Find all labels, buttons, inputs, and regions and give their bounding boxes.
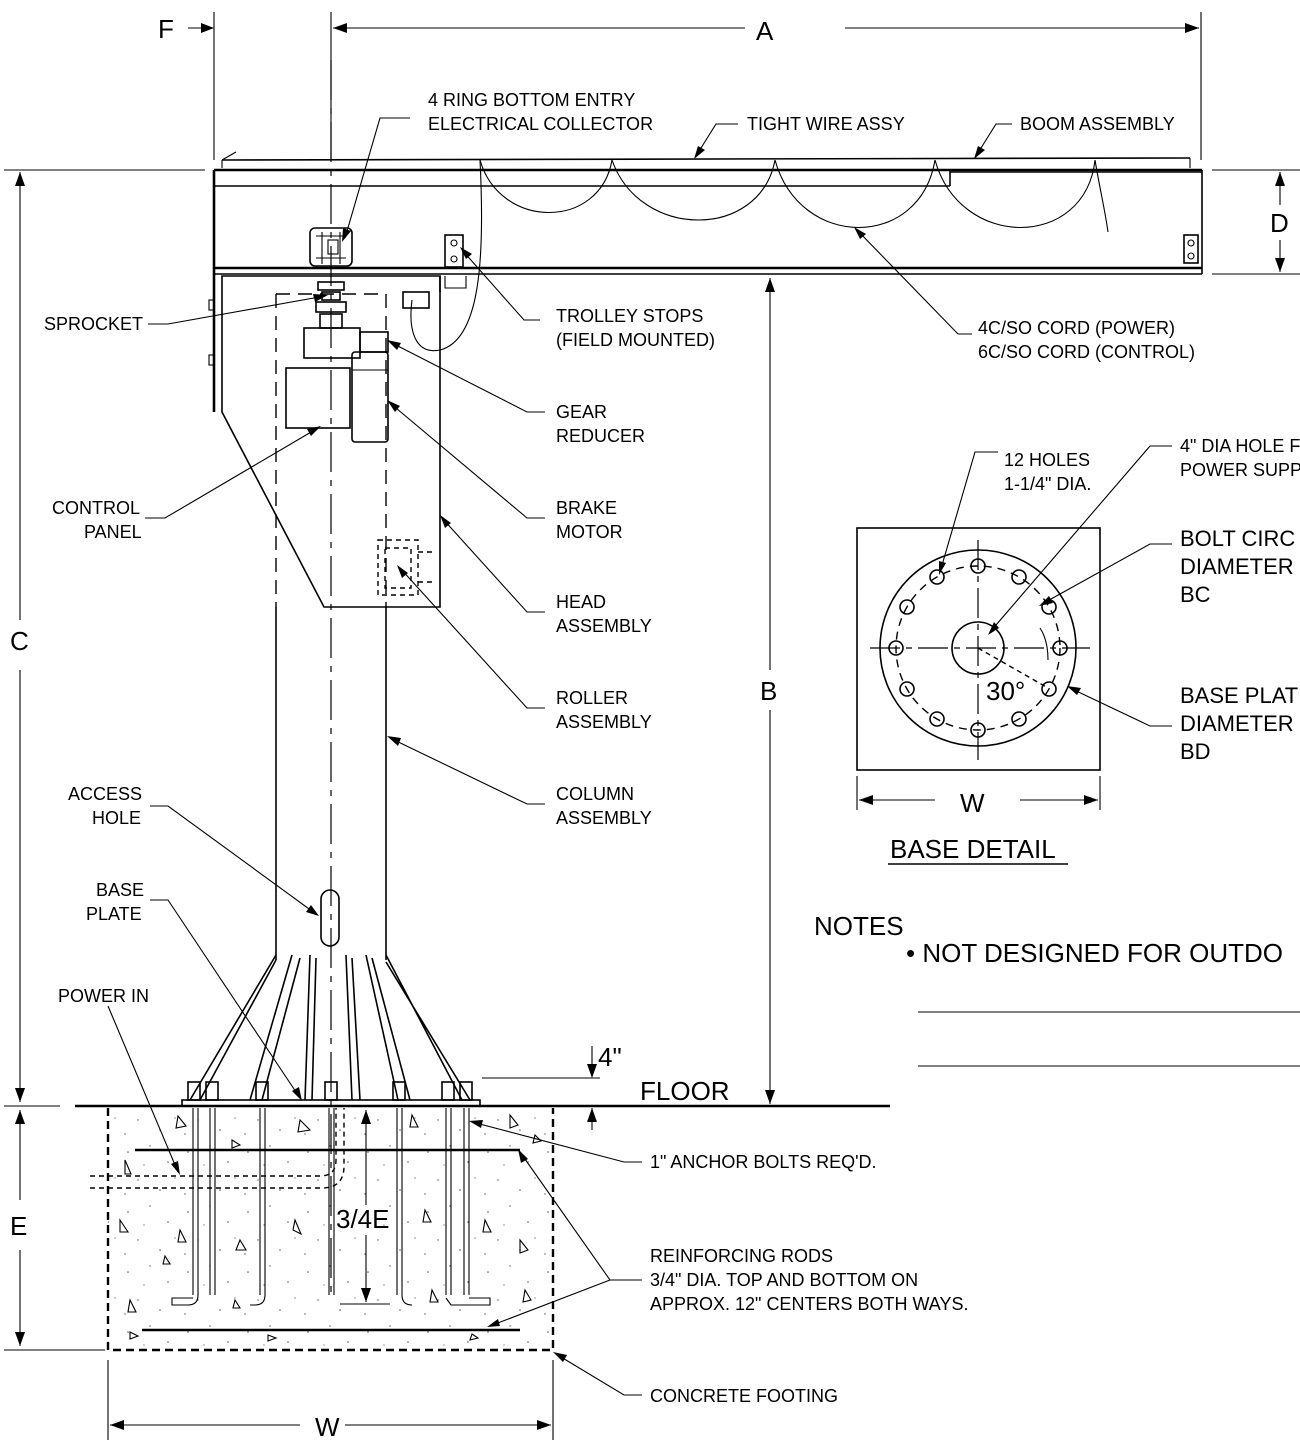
collector-label-2: ELECTRICAL COLLECTOR [428, 114, 653, 134]
notes-heading: NOTES [814, 911, 904, 941]
base-plate-label-1: BASE PLAT [1180, 683, 1298, 708]
dimension-e: E [4, 1105, 105, 1351]
callout-power-in: POWER IN [58, 986, 180, 1175]
notes: NOTES • NOT DESIGNED FOR OUTDO [814, 911, 1300, 1067]
bolt-circle-label-3: BC [1180, 582, 1211, 607]
holes-label-2: 1-1/4" DIA. [1004, 474, 1091, 494]
column-label-2: ASSEMBLY [556, 808, 652, 828]
control-label-2: PANEL [84, 522, 142, 542]
concrete-footing-drawing: 3/4E [90, 1108, 555, 1352]
head-assembly-drawing [208, 227, 467, 608]
callout-trolley-stops: TROLLEY STOPS (FIELD MOUNTED) [460, 247, 715, 350]
control-label-1: CONTROL [52, 498, 140, 518]
rods-label-3: APPROX. 12" CENTERS BOTH WAYS. [650, 1294, 968, 1314]
column-assembly-drawing [181, 607, 481, 1107]
dim-label-w-base: W [960, 788, 985, 818]
roller-label-2: ASSEMBLY [556, 712, 652, 732]
gear-label-2: REDUCER [556, 426, 645, 446]
dimension-d: D [1212, 169, 1300, 275]
tight-wire-label: TIGHT WIRE ASSY [747, 114, 905, 134]
notes-item-1: • NOT DESIGNED FOR OUTDO [906, 938, 1283, 968]
power-in-label: POWER IN [58, 986, 149, 1006]
cord-label-1: 4C/SO CORD (POWER) [978, 318, 1175, 338]
dim-label-4in: 4" [598, 1042, 622, 1072]
cord-label-2: 6C/SO CORD (CONTROL) [978, 342, 1195, 362]
floor-line: FLOOR [75, 1076, 890, 1108]
dim-label-a: A [756, 16, 774, 46]
callout-column-assembly: COLUMN ASSEMBLY [387, 736, 652, 828]
base-detail: 30° 12 HOLES 1-1/4" DIA. 4" DIA HOLE F P… [856, 436, 1300, 865]
head-label-1: HEAD [556, 592, 606, 612]
anchor-bolts-label: 1" ANCHOR BOLTS REQ'D. [650, 1152, 877, 1172]
baseplate-label-1: BASE [96, 880, 144, 900]
callout-collector: 4 RING BOTTOM ENTRY ELECTRICAL COLLECTOR [342, 90, 653, 242]
callout-access-hole: ACCESS HOLE [68, 784, 319, 916]
base-detail-title: BASE DETAIL [890, 834, 1056, 864]
callout-concrete-footing: CONCRETE FOOTING [553, 1352, 838, 1406]
gear-label-1: GEAR [556, 402, 607, 422]
access-label-1: ACCESS [68, 784, 142, 804]
trolley-label-1: TROLLEY STOPS [556, 306, 703, 326]
bolt-holes [888, 558, 1068, 738]
callout-reinforcing-rods: REINFORCING RODS 3/4" DIA. TOP AND BOTTO… [487, 1149, 968, 1327]
callout-gear-reducer: GEAR REDUCER [387, 340, 645, 446]
callout-boom: BOOM ASSEMBLY [974, 114, 1175, 159]
center-hole-label-1: 4" DIA HOLE F [1180, 436, 1300, 456]
callout-control-panel: CONTROL PANEL [52, 426, 321, 542]
callout-roller-assembly: ROLLER ASSEMBLY [397, 565, 652, 732]
concrete-label: CONCRETE FOOTING [650, 1386, 838, 1406]
angle-label: 30° [986, 676, 1025, 706]
base-plate-label-2: DIAMETER [1180, 711, 1294, 736]
dimension-c: C [4, 169, 205, 1102]
rods-label-1: REINFORCING RODS [650, 1246, 833, 1266]
dim-label-c: C [10, 626, 29, 656]
callout-cord: 4C/SO CORD (POWER) 6C/SO CORD (CONTROL) [854, 227, 1195, 362]
dim-label-d: D [1270, 208, 1289, 238]
floor-label: FLOOR [640, 1076, 730, 1106]
dimension-w-footing: W [107, 1360, 554, 1442]
bolt-circle-label-1: BOLT CIRC [1180, 526, 1295, 551]
anchor-bolt-heads [187, 1081, 473, 1101]
baseplate-label-2: PLATE [86, 904, 142, 924]
rods-label-2: 3/4" DIA. TOP AND BOTTOM ON [650, 1270, 918, 1290]
dim-label-e: E [10, 1211, 27, 1241]
callout-anchor-bolts: 1" ANCHOR BOLTS REQ'D. [469, 1120, 877, 1172]
center-hole-label-2: POWER SUPP [1180, 460, 1300, 480]
callout-tight-wire: TIGHT WIRE ASSY [694, 114, 905, 159]
brake-label-2: MOTOR [556, 522, 623, 542]
brake-label-1: BRAKE [556, 498, 617, 518]
collector-label-1: 4 RING BOTTOM ENTRY [428, 90, 635, 110]
dimension-f: F [158, 12, 215, 160]
callout-sprocket: SPROCKET [44, 294, 328, 334]
trolley-label-2: (FIELD MOUNTED) [556, 330, 715, 350]
callout-brake-motor: BRAKE MOTOR [387, 400, 623, 542]
boom-assembly-drawing [212, 151, 1203, 412]
dim-label-w-footing: W [315, 1412, 340, 1442]
access-label-2: HOLE [92, 808, 141, 828]
boom-label: BOOM ASSEMBLY [1020, 114, 1175, 134]
bolt-circle-label-2: DIAMETER [1180, 554, 1294, 579]
dimension-4in: 4" [482, 1042, 622, 1130]
column-label-1: COLUMN [556, 784, 634, 804]
dim-label-f: F [158, 14, 174, 44]
roller-label-1: ROLLER [556, 688, 628, 708]
dimension-b: B [760, 278, 777, 1104]
callout-head-assembly: HEAD ASSEMBLY [440, 515, 652, 636]
dim-label-three-quarter-e: 3/4E [336, 1204, 390, 1234]
holes-label-1: 12 HOLES [1004, 450, 1090, 470]
sprocket-label: SPROCKET [44, 314, 143, 334]
dimension-a: A [330, 12, 1202, 160]
head-label-2: ASSEMBLY [556, 616, 652, 636]
dim-label-b: B [760, 676, 777, 706]
callout-base-plate: BASE PLATE [86, 880, 302, 1101]
base-plate-label-3: BD [1180, 739, 1211, 764]
